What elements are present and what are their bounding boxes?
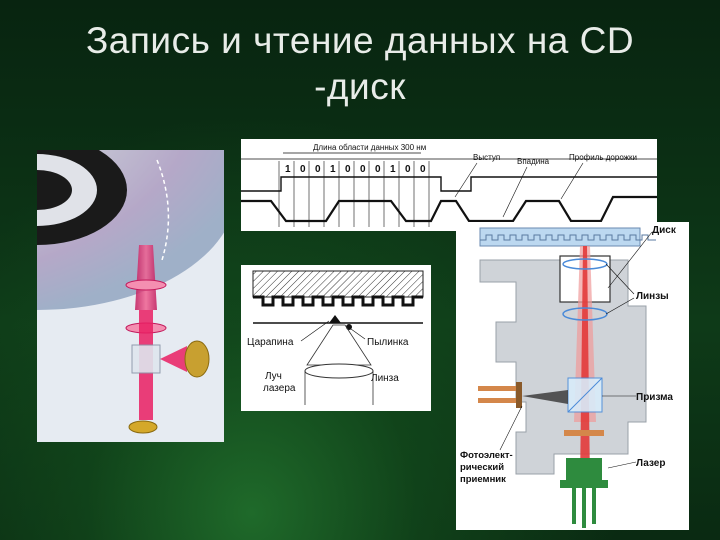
laser-source xyxy=(128,420,158,434)
laser-label: Лазер xyxy=(636,458,665,469)
bump-label: Выступ xyxy=(473,153,500,162)
slide-title: Запись и чтение данных на CD -диск xyxy=(0,18,720,110)
laser-beam-path xyxy=(580,246,590,482)
receiver-label-3: приемник xyxy=(460,474,506,485)
lens-ellipse xyxy=(304,363,374,379)
track-profile-diagram: Длина области данных 300 нм Выступ Впади… xyxy=(241,139,657,231)
data-length-label: Длина области данных 300 нм xyxy=(313,143,426,152)
prism xyxy=(131,344,161,374)
lower-lens xyxy=(562,307,608,321)
dust-label: Пылинка xyxy=(367,337,409,348)
optical-pickup-schematic: Диск Линзы Призма Лазер Фотоэлект- ричес… xyxy=(456,222,689,530)
receiver-label-2: рический xyxy=(460,462,504,473)
upper-lens xyxy=(562,258,608,270)
laser-beam xyxy=(135,245,157,310)
photodetector xyxy=(184,340,210,378)
pickup-lens-1 xyxy=(125,279,167,291)
cd-laser-drawing xyxy=(37,150,224,442)
scratch xyxy=(329,315,341,323)
photodetector-plate-1 xyxy=(478,386,522,391)
bit-0: 1 xyxy=(285,164,291,175)
bit-7: 1 xyxy=(390,164,396,175)
digital-signal-line xyxy=(241,176,657,192)
track-profile-label: Профиль дорожки xyxy=(569,153,637,162)
pit-track xyxy=(253,295,423,307)
cd-laser-illustration xyxy=(37,150,224,442)
laser-cone xyxy=(306,324,372,366)
disc-substrate xyxy=(252,270,424,298)
title-line-2: -диск xyxy=(314,66,406,107)
beam-label-2: лазера xyxy=(263,383,296,394)
surface-defects-drawing: Царапина Пылинка Луч лазера Линза xyxy=(241,265,431,411)
optical-pickup-drawing: Диск Линзы Призма Лазер Фотоэлект- ричес… xyxy=(456,222,689,530)
pit-label: Впадина xyxy=(517,157,550,166)
photodetector-plate-2 xyxy=(478,398,522,403)
bit-4: 0 xyxy=(345,164,351,175)
bit-1: 0 xyxy=(300,164,306,175)
bit-2: 0 xyxy=(315,164,321,175)
bit-8: 0 xyxy=(405,164,411,175)
disk-surface xyxy=(479,227,641,247)
lenses-label: Линзы xyxy=(636,291,669,302)
disk-label: Диск xyxy=(652,225,677,236)
bit-3: 1 xyxy=(330,164,336,175)
scratch-label: Царапина xyxy=(247,337,294,348)
pickup-housing xyxy=(479,259,647,475)
prism-label: Призма xyxy=(636,392,673,403)
bit-9: 0 xyxy=(420,164,426,175)
title-line-1: Запись и чтение данных на CD xyxy=(85,20,635,61)
bit-sequence: 1 0 0 1 0 0 0 1 0 0 xyxy=(285,164,426,175)
track-profile-line xyxy=(241,195,657,223)
bit-6: 0 xyxy=(375,164,381,175)
beam-label-1: Луч xyxy=(265,371,282,382)
surface-defects-diagram: Царапина Пылинка Луч лазера Линза xyxy=(241,265,431,411)
laser-mount xyxy=(564,430,604,436)
reflected-beam xyxy=(522,390,568,404)
bit-5: 0 xyxy=(360,164,366,175)
track-profile-drawing: Длина области данных 300 нм Выступ Впади… xyxy=(241,139,657,231)
receiver-label-1: Фотоэлект- xyxy=(460,450,513,461)
lens-label: Линза xyxy=(371,373,399,384)
